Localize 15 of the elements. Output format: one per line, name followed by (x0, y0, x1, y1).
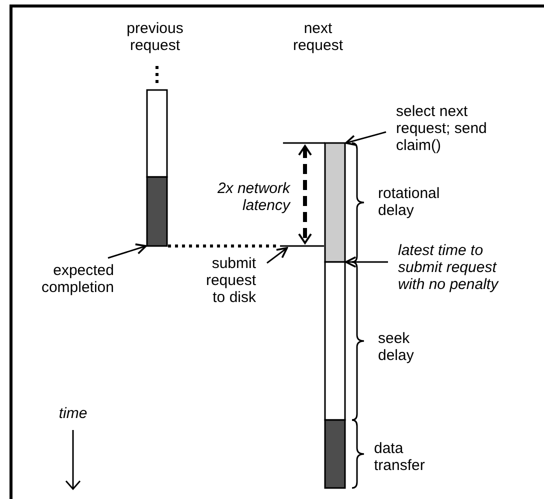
annotation-text: select next request; send claim() (396, 103, 506, 154)
column-heading: next request (292, 20, 344, 54)
annotation-text: expected completion (20, 262, 114, 296)
annotation-text: latest time to submit request with no penalty (398, 242, 526, 293)
dimension-label: 2x network latency (216, 180, 290, 214)
brace-label: data transfer (374, 440, 426, 474)
arrow (345, 256, 388, 268)
arrow (345, 131, 386, 146)
column-heading: previous request (126, 20, 184, 54)
brace-label: seek delay (378, 330, 415, 364)
brace-label: rotational delay (378, 185, 441, 219)
arrow (266, 247, 288, 264)
axis-label: time (58, 405, 88, 422)
annotation-text: submit request to disk (192, 255, 256, 306)
arrow (108, 243, 147, 259)
